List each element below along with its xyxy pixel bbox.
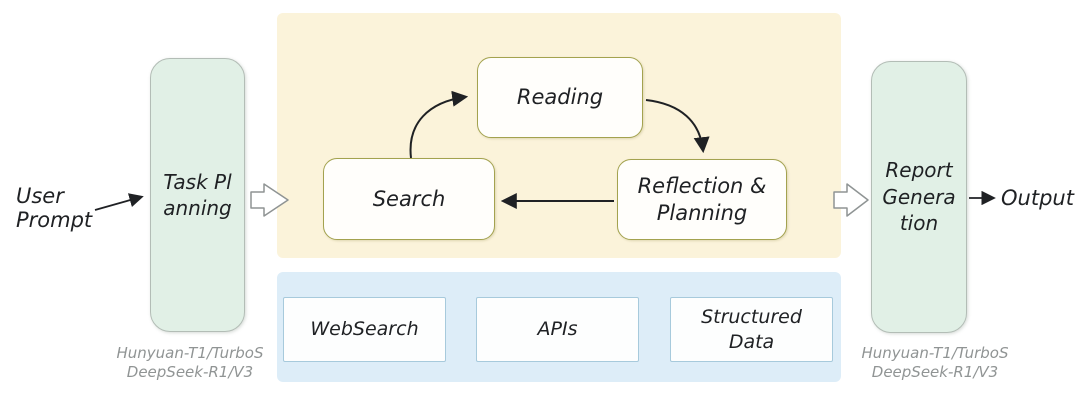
left-models-caption: Hunyuan-T1/TurboS DeepSeek-R1/V3 [116,344,264,381]
right-models-caption: Hunyuan-T1/TurboS DeepSeek-R1/V3 [861,344,1009,381]
report-generation-node: Report Generation [871,61,967,333]
reflection-planning-node: Reflection & Planning [617,159,787,240]
arrow-user-to-task [94,193,144,211]
search-node: Search [323,158,495,240]
apis-node: APIs [476,297,639,362]
structured-data-node: Structured Data [670,297,833,362]
reading-node: Reading [477,57,643,138]
output-label: Output [1001,186,1074,210]
task-planning-node: Task Planning [150,58,245,332]
user-prompt-label: User Prompt [16,184,93,233]
websearch-node: WebSearch [283,297,446,362]
